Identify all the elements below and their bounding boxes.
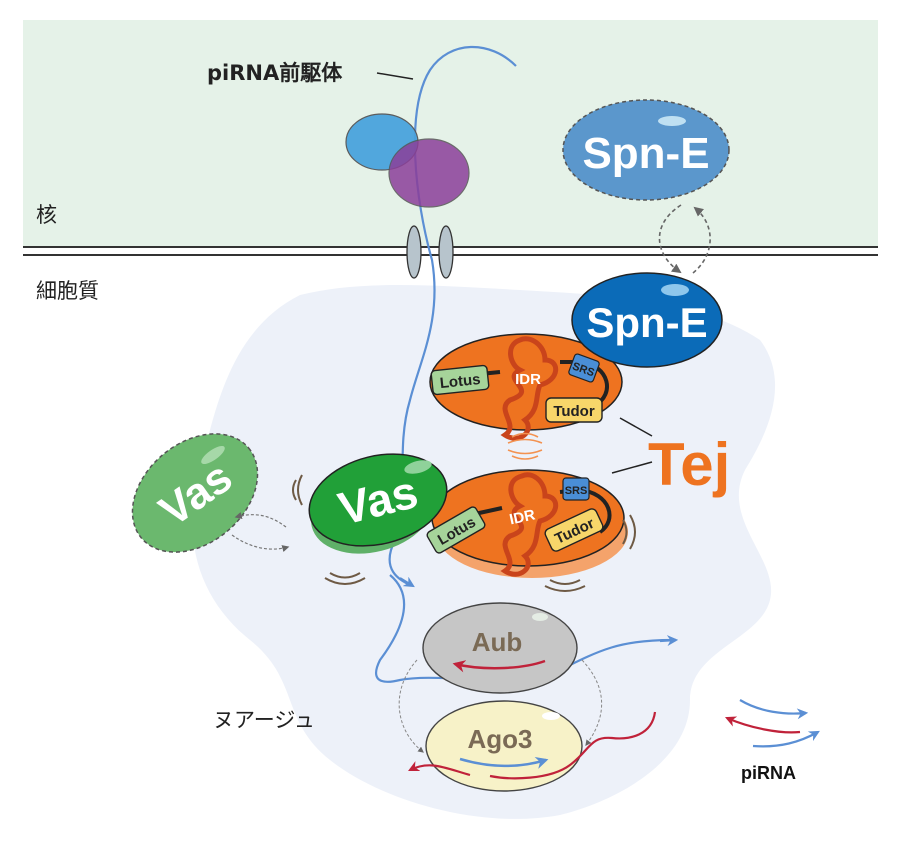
ago3-label: Ago3 <box>468 724 533 754</box>
tej-leader-upper <box>619 417 653 437</box>
pingpong-right-arrow <box>581 659 603 746</box>
nuclear-complex-purple <box>388 138 470 208</box>
ago3-target-rna <box>410 711 657 778</box>
motion-marks <box>292 474 636 592</box>
cytoplasm-label: 細胞質 <box>36 279 99 303</box>
spne-shuttle-down-arrow <box>658 204 682 274</box>
nucleus-region <box>23 20 878 247</box>
vas-bound <box>308 453 448 547</box>
nuclear-pore-left <box>406 225 422 279</box>
pingpong-left-arrow <box>398 659 424 753</box>
tej-upper-tudor <box>545 397 603 423</box>
nuage-label: ヌアージュ <box>213 708 315 732</box>
svg-text:Lotus: Lotus <box>439 371 481 392</box>
spne-bound <box>571 272 723 368</box>
aub-label: Aub <box>472 627 523 657</box>
vas-bind-arrow <box>231 534 290 553</box>
precursor-end-arrow <box>659 635 679 647</box>
vas-free <box>131 433 259 553</box>
ago3-highlight <box>542 712 560 720</box>
spne-bound-label: Spn-E <box>586 299 707 346</box>
svg-text:SRS: SRS <box>565 485 588 497</box>
vas-bound-highlight <box>404 460 432 474</box>
precursor-leader-line <box>376 72 414 80</box>
vas-release-arrow <box>234 512 287 528</box>
tej-lower-idr: IDR <box>508 506 537 528</box>
tej-leader-lower <box>611 461 653 474</box>
tej-lower-srs <box>562 477 590 501</box>
spne-nuclear-highlight <box>658 116 686 126</box>
pirna-legend <box>724 699 820 748</box>
spne-bound-highlight <box>661 284 689 296</box>
aub-pirna <box>452 659 546 673</box>
nucleus-label: 核 <box>36 203 57 227</box>
spne-shuttle-up-arrow <box>692 206 711 274</box>
precursor-arrowhead <box>399 576 415 588</box>
interaction-waves <box>507 432 543 460</box>
ago3-pirna <box>459 756 549 769</box>
tej-upper: Lotus IDR SRS Tudor <box>429 333 623 441</box>
nuclear-pore-right <box>438 225 454 279</box>
vas-free-highlight <box>201 445 225 465</box>
spne-nuclear <box>562 99 730 201</box>
precursor-label: piRNA前駆体 <box>207 61 343 85</box>
spne-nuclear-label: Spn-E <box>582 129 709 178</box>
pirna-legend-blue-top <box>739 699 809 720</box>
pirna-label: piRNA <box>741 763 796 783</box>
tej-upper-srs <box>568 353 600 383</box>
tej-lower-tudor <box>544 508 604 552</box>
tej-label: Tej <box>648 431 730 498</box>
tej-lower: Lotus IDR SRS Tudor <box>426 469 628 578</box>
aub-highlight <box>532 613 548 621</box>
pirna-legend-red <box>724 716 801 734</box>
svg-text:Tudor: Tudor <box>553 403 595 420</box>
tej-upper-lotus <box>430 364 490 396</box>
tej-lower-lotus <box>426 506 486 554</box>
pirna-legend-blue-bottom <box>752 730 820 748</box>
tej-upper-idr: IDR <box>515 371 541 388</box>
